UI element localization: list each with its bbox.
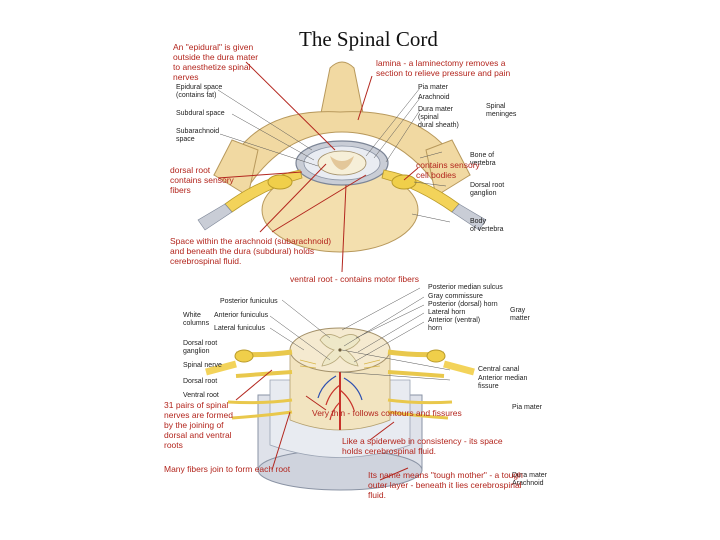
leader-l-sulcus	[341, 287, 421, 331]
label-body-of-vertebra: Body of vertebra	[470, 218, 504, 233]
annotation-ganglion: contains sensory cell bodies	[416, 160, 480, 180]
transverse-process-left	[213, 139, 259, 197]
leader-l-ahorn	[353, 321, 425, 363]
label-white-columns: White columns	[183, 312, 210, 327]
rootlets	[299, 359, 381, 369]
leader-l-dura	[385, 109, 421, 163]
label-dorsal-root: Dorsal root	[183, 378, 218, 385]
vein-branch	[317, 375, 363, 401]
spinal-cord-segment	[205, 327, 475, 491]
lower-roots-right	[387, 398, 453, 420]
leader-l-drg	[413, 181, 447, 187]
label-subdural-space: Subdural space	[176, 110, 225, 117]
ventral-root-right	[387, 370, 445, 378]
leader-subarachnoid-2	[271, 174, 367, 233]
label-anterior-median-fissure: Anterior median fissure	[478, 375, 528, 390]
label-lateral-funiculus: Lateral funiculus	[214, 325, 265, 332]
label-posterior-horn: Posterior (dorsal) horn	[428, 301, 498, 308]
leader-ganglion	[403, 167, 419, 181]
ventral-root-left	[235, 370, 293, 378]
leader-pia	[305, 395, 327, 411]
label-pia-mater-top: Pia mater	[418, 84, 448, 91]
lower-roots-left	[227, 398, 293, 420]
leader-many-fibers	[271, 411, 291, 471]
dorsal-root-ganglion-left	[234, 349, 254, 363]
leader-dorsal-root	[217, 171, 303, 179]
label-dura-mater-bottom: Dura mater	[512, 472, 548, 479]
leader-epidural	[245, 61, 336, 151]
annotation-arachnoid: Like a spiderweb in consistency - its sp…	[342, 436, 503, 456]
label-ventral-root: Ventral root	[183, 392, 219, 399]
label-leaders	[217, 87, 451, 381]
leader-l-epidural	[217, 89, 313, 151]
leader-l-body	[411, 213, 451, 223]
label-dura-mater-top: Dura mater (spinal dural sheath)	[418, 106, 459, 129]
leader-l-subarachnoid	[219, 133, 319, 167]
label-anterior-funiculus: Anterior funiculus	[214, 312, 269, 319]
label-anterior-horn: Anterior (ventral) horn	[428, 317, 481, 332]
label-posterior-median-sulcus: Posterior median sulcus	[428, 284, 503, 291]
leader-l-arach	[373, 97, 421, 159]
spinal-nerve-right-bottom	[443, 360, 475, 376]
label-spinal-nerve: Spinal nerve	[183, 362, 222, 369]
label-subarachnoid-space: Subarachnoid space	[176, 128, 220, 143]
leader-laminectomy	[357, 75, 373, 121]
spinal-nerve-left-bottom	[205, 360, 237, 376]
leader-l-fissure	[339, 371, 451, 381]
transverse-process-right	[425, 139, 471, 197]
label-dorsal-root-ganglion-bottom: Dorsal root ganglion	[183, 340, 218, 355]
annotation-dorsal-root: dorsal root contains sensory fibers	[170, 165, 234, 195]
label-dorsal-root-ganglion-top: Dorsal root ganglion	[470, 182, 505, 197]
label-gray-matter: Gray matter	[510, 307, 530, 322]
leader-l-commissure	[343, 296, 425, 347]
label-arachnoid-top: Arachnoid	[418, 94, 450, 101]
grey-matter-top	[330, 156, 354, 170]
leader-arachnoid	[369, 421, 395, 441]
leader-l-canal	[341, 349, 451, 371]
leader-pairs	[235, 369, 273, 401]
leader-dura	[379, 467, 409, 481]
label-arachnoid-bottom: Arachnoid	[512, 480, 544, 487]
leader-l-pia	[365, 87, 421, 157]
leader-l-ant-fun	[269, 315, 331, 361]
label-spinal-meninges: Spinal meninges	[486, 103, 517, 118]
label-gray-commissure: Gray commissure	[428, 293, 483, 300]
leader-l-phorn	[355, 304, 425, 339]
annotation-laminectomy: lamina - a laminectomy removes a section…	[376, 58, 511, 78]
leader-l-lhorn	[357, 312, 425, 353]
leader-subarachnoid-1	[259, 163, 327, 233]
label-bone-of-vertebra: Bone of vertebra	[470, 152, 496, 167]
label-pia-mater-bottom: Pia mater	[512, 404, 542, 411]
leader-l-bone	[419, 151, 443, 159]
vessel-branch-1	[325, 384, 355, 421]
ganglion-left	[267, 174, 293, 190]
nerve-sleeve-right	[451, 203, 487, 231]
leader-l-subdural	[231, 113, 315, 161]
label-lateral-horn: Lateral horn	[428, 309, 466, 316]
nerve-sleeve-left	[197, 203, 233, 231]
annotation-leaders	[217, 61, 419, 481]
label-posterior-funiculus: Posterior funiculus	[220, 298, 278, 305]
page-title: The Spinal Cord	[299, 27, 438, 51]
central-canal	[338, 348, 342, 352]
annotation-dura-mater: Its name means "tough mother" - a tough …	[368, 470, 523, 500]
annotation-many-fibers: Many fibers join to form each root	[164, 464, 291, 474]
dorsal-root-ganglion-right	[426, 349, 446, 363]
leader-l-lat-fun	[269, 327, 305, 351]
annotation-31-pairs: 31 pairs of spinal nerves are formed by …	[164, 400, 233, 450]
leader-ventral-root	[341, 184, 347, 273]
ganglion-right	[391, 174, 417, 190]
label-central-canal: Central canal	[478, 366, 520, 373]
annotation-pia-mater: Very thin - follows contours and fissure…	[312, 408, 462, 418]
annotation-subarachnoid: Space within the arachnoid (subarachnoid…	[170, 236, 332, 266]
leader-l-post-fun	[281, 299, 331, 339]
annotation-ventral-root: ventral root - contains motor fibers	[290, 274, 419, 284]
annotation-epidural: An "epidural" is given outside the dura …	[173, 42, 259, 82]
label-epidural-space: Epidural space (contains fat)	[176, 84, 223, 99]
